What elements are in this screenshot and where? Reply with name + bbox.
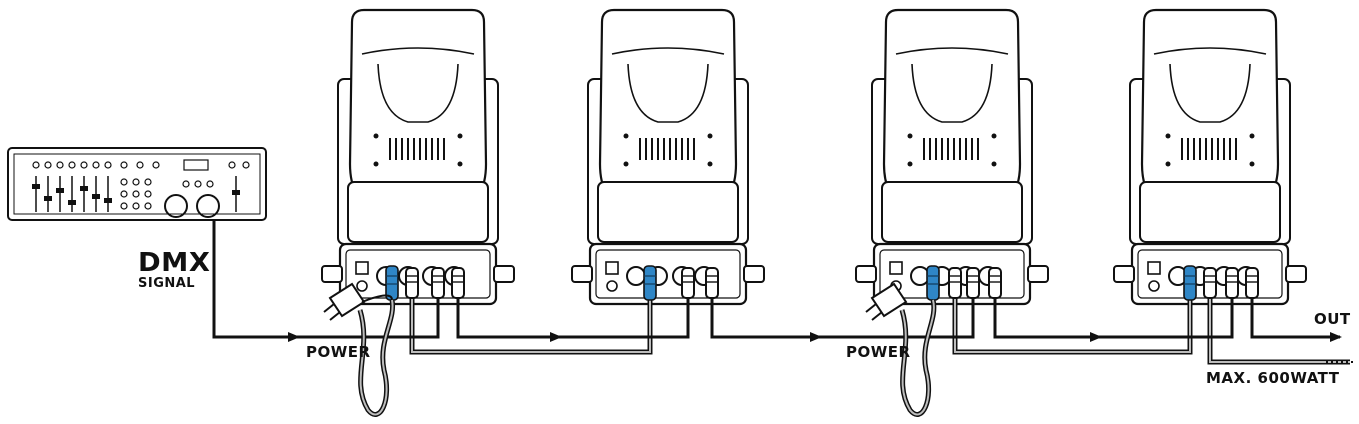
xlr-connector-icon — [1203, 267, 1217, 299]
moving-head-icon — [1112, 8, 1308, 306]
power-plug-icon — [323, 283, 396, 417]
dmx-cable — [298, 296, 1342, 342]
xlr-connector-icon — [451, 267, 465, 299]
xlr-connector-icon — [405, 267, 419, 299]
xlr-connector-icon — [643, 265, 657, 301]
moving-head-icon — [320, 8, 516, 306]
dmx-controller-icon — [7, 147, 267, 221]
power-label-right: POWER — [846, 343, 911, 361]
xlr-connector-icon — [948, 267, 962, 299]
dmx-signal-line — [212, 220, 300, 342]
xlr-connector-icon — [431, 267, 445, 299]
xlr-connector-icon — [1225, 267, 1239, 299]
dmx-title: DMX — [138, 248, 211, 278]
xlr-connector-icon — [1245, 267, 1259, 299]
xlr-connector-icon — [1183, 265, 1197, 301]
dmx-subtitle: SIGNAL — [138, 276, 196, 291]
out-label: OUT — [1314, 310, 1351, 328]
xlr-connector-icon — [705, 267, 719, 299]
max-power-label: MAX. 600WATT — [1206, 369, 1340, 387]
moving-head-icon — [570, 8, 766, 306]
power-label-left: POWER — [306, 343, 371, 361]
power-plug-icon — [865, 283, 937, 417]
xlr-connector-icon — [926, 265, 940, 301]
xlr-connector-icon — [988, 267, 1002, 299]
xlr-connector-icon — [681, 267, 695, 299]
xlr-connector-icon — [966, 267, 980, 299]
moving-head-icon — [854, 8, 1050, 306]
